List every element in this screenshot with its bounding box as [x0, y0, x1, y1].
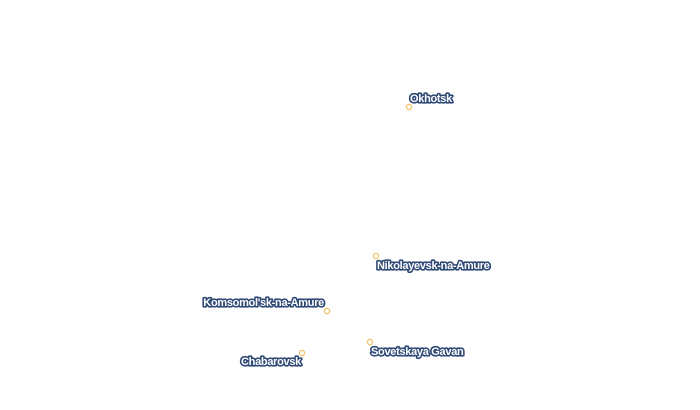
- city-sovetskaya-gavan[interactable]: Sovetskaya Gavan: [366, 338, 466, 360]
- city-label: Okhotsk: [410, 93, 453, 105]
- city-label: Komsomol'sk-na-Amure: [203, 297, 324, 309]
- city-marker[interactable]: [405, 103, 413, 111]
- city-label: Sovetskaya Gavan: [371, 346, 464, 358]
- city-marker[interactable]: [372, 252, 380, 260]
- city-okhotsk[interactable]: Okhotsk: [405, 91, 455, 111]
- city-label: Chabarovsk: [241, 356, 302, 368]
- city-komsomolsk-na-amure[interactable]: Komsomol'sk-na-Amure: [202, 295, 331, 315]
- city-marker[interactable]: [298, 349, 306, 357]
- city-nikolayevsk-na-amure[interactable]: Nikolayevsk-na-Amure: [372, 252, 492, 274]
- city-chabarovsk[interactable]: Chabarovsk: [239, 349, 306, 370]
- city-label: Nikolayevsk-na-Amure: [377, 260, 490, 272]
- city-marker[interactable]: [366, 338, 374, 346]
- city-marker[interactable]: [323, 307, 331, 315]
